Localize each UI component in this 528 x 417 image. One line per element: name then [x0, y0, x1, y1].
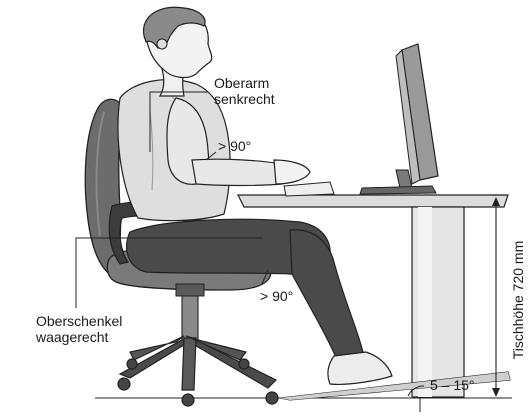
desk-top: [238, 195, 508, 207]
person-forearm: [192, 159, 288, 185]
label-desk-height: Tischhöhe 720 mm: [510, 241, 526, 360]
person-hand: [274, 160, 310, 184]
monitor-base: [360, 186, 436, 194]
label-elbow-angle: > 90°: [218, 138, 251, 154]
label-upper-arm-line2: senkrecht: [214, 91, 275, 107]
person-shoe: [328, 352, 392, 384]
footrest: [280, 372, 510, 400]
person-lower-leg: [290, 230, 364, 362]
label-upper-arm-line1: Oberarm: [214, 75, 269, 91]
chair-base: [118, 336, 278, 406]
monitor-stand: [396, 170, 412, 188]
label-thigh-line2: waagerecht: [35, 329, 108, 345]
desk-height-dimension: [490, 195, 506, 397]
monitor: [360, 44, 438, 194]
label-knee-angle: > 90°: [260, 288, 293, 304]
label-thigh-line1: Oberschenkel: [36, 313, 122, 329]
label-footrest-angle: 5 – 15°: [430, 377, 475, 393]
chair-column: [182, 290, 198, 342]
keyboard: [284, 182, 334, 196]
